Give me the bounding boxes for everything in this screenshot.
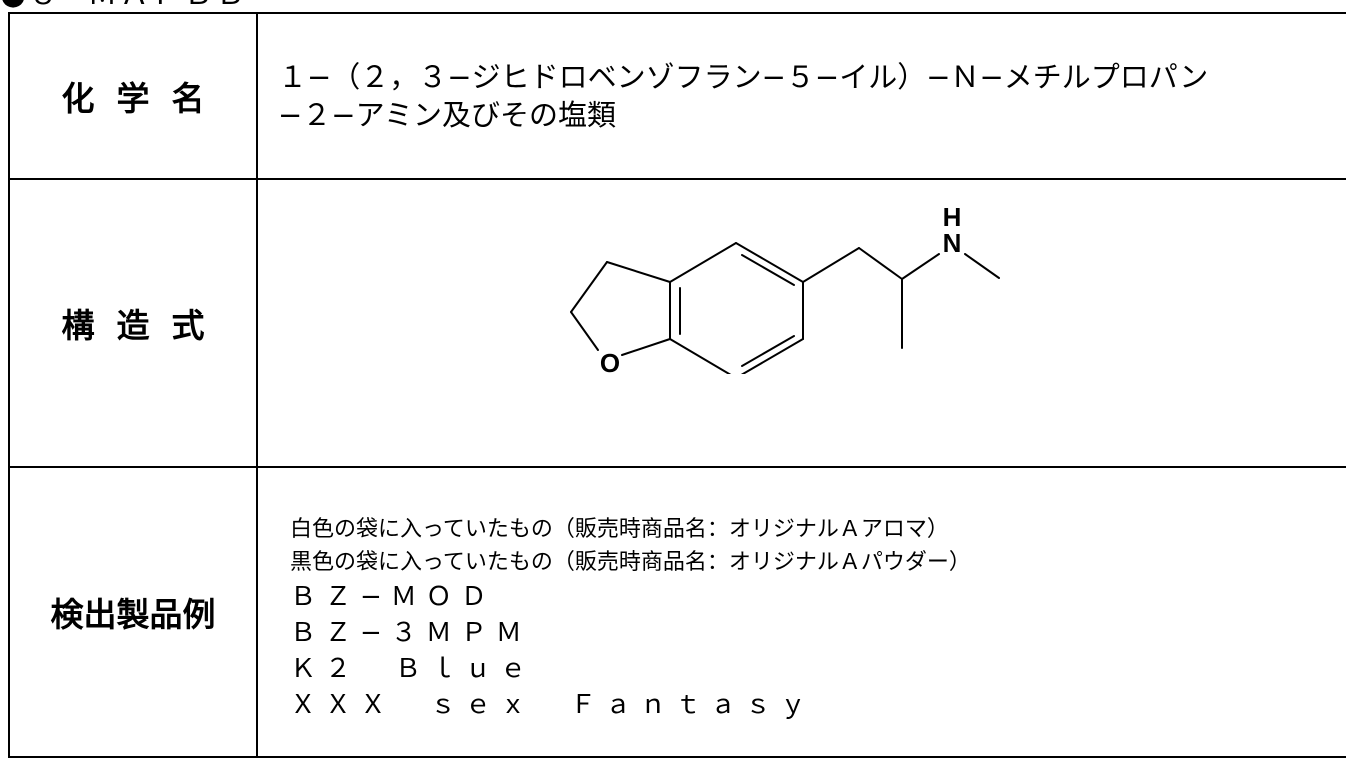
ring-bond-1 [735, 242, 804, 283]
structure-label-cell: 構造式 [8, 178, 258, 468]
chemical-name-label: 化学名 [61, 79, 227, 118]
chemical-name-label-cell: 化学名 [8, 12, 258, 180]
chemical-name-line-2: −２−アミン及びその塩類 [278, 98, 617, 132]
atom-n-label: N [943, 228, 962, 258]
product-item: ＸＸＸ ｓｅｘ Ｆａｎｔａｓｙ [290, 690, 816, 720]
substance-info-table: 化学名 １−（２，３−ジヒドロベンゾフラン−５−イル）−Ｎ−メチルプロパン −２… [8, 12, 1346, 758]
atom-h-label: H [943, 202, 962, 232]
chain-bond-2 [858, 247, 903, 280]
products-value-cell: 白色の袋に入っていたもの（販売時商品名：オリジナルＡアロマ） 黒色の袋に入ってい… [256, 466, 1346, 758]
products-label: 検出製品例 [50, 595, 216, 634]
chemical-name-value: １−（２，３−ジヒドロベンゾフラン−５−イル）−Ｎ−メチルプロパン −２−アミン… [258, 58, 1346, 134]
product-item: ＢＺ−３ＭＰＭ [290, 618, 531, 648]
product-list: 白色の袋に入っていたもの（販売時商品名：オリジナルＡアロマ） 黒色の袋に入ってい… [258, 501, 1346, 723]
atom-o-label: O [600, 348, 620, 374]
n-methyl-bond [964, 253, 1000, 279]
chemical-name-line-1: １−（２，３−ジヒドロベンゾフラン−５−イル）−Ｎ−メチルプロパン [278, 60, 1209, 94]
ring-bond-4 [669, 338, 732, 374]
furan-bond-1 [606, 261, 671, 283]
product-item: 白色の袋に入っていたもの（販売時商品名：オリジナルＡアロマ） [290, 517, 949, 542]
structure-value-cell: H N O [256, 178, 1346, 468]
ring-bond-3 [740, 338, 804, 374]
products-label-cell: 検出製品例 [8, 466, 258, 758]
product-item: ＢＺ−ＭＯＤ [290, 582, 496, 612]
structural-formula-diagram: H N O [570, 202, 1000, 374]
product-item: 黒色の袋に入っていたもの（販売時商品名：オリジナルＡパウダー） [290, 550, 971, 575]
furan-bond-4 [621, 338, 671, 356]
product-item: Ｋ２ Ｂｌｕｅ [290, 654, 536, 684]
chemical-name-row: 化学名 １−（２，３−ジヒドロベンゾフラン−５−イル）−Ｎ−メチルプロパン −２… [8, 12, 1346, 180]
structure-label: 構造式 [61, 306, 227, 345]
structure-formula-area: H N O [258, 180, 1346, 466]
ring-bond-6 [669, 242, 737, 283]
structure-row: 構造式 [8, 178, 1346, 468]
page-heading: ●８−ＭＡＰＢＢ [0, 0, 247, 12]
products-row: 検出製品例 白色の袋に入っていたもの（販売時商品名：オリジナルＡアロマ） 黒色の… [8, 466, 1346, 758]
double-bond-inner-1 [741, 254, 795, 286]
double-bond-inner-2 [741, 335, 795, 367]
chain-bond-3 [901, 253, 940, 280]
chemical-name-value-cell: １−（２，３−ジヒドロベンゾフラン−５−イル）−Ｎ−メチルプロパン −２−アミン… [256, 12, 1346, 180]
substance-sheet: 化学名 １−（２，３−ジヒドロベンゾフラン−５−イル）−Ｎ−メチルプロパン −２… [8, 12, 1346, 758]
furan-bond-3 [570, 311, 599, 351]
chain-bond-1 [802, 247, 860, 283]
furan-bond-2 [570, 261, 608, 313]
